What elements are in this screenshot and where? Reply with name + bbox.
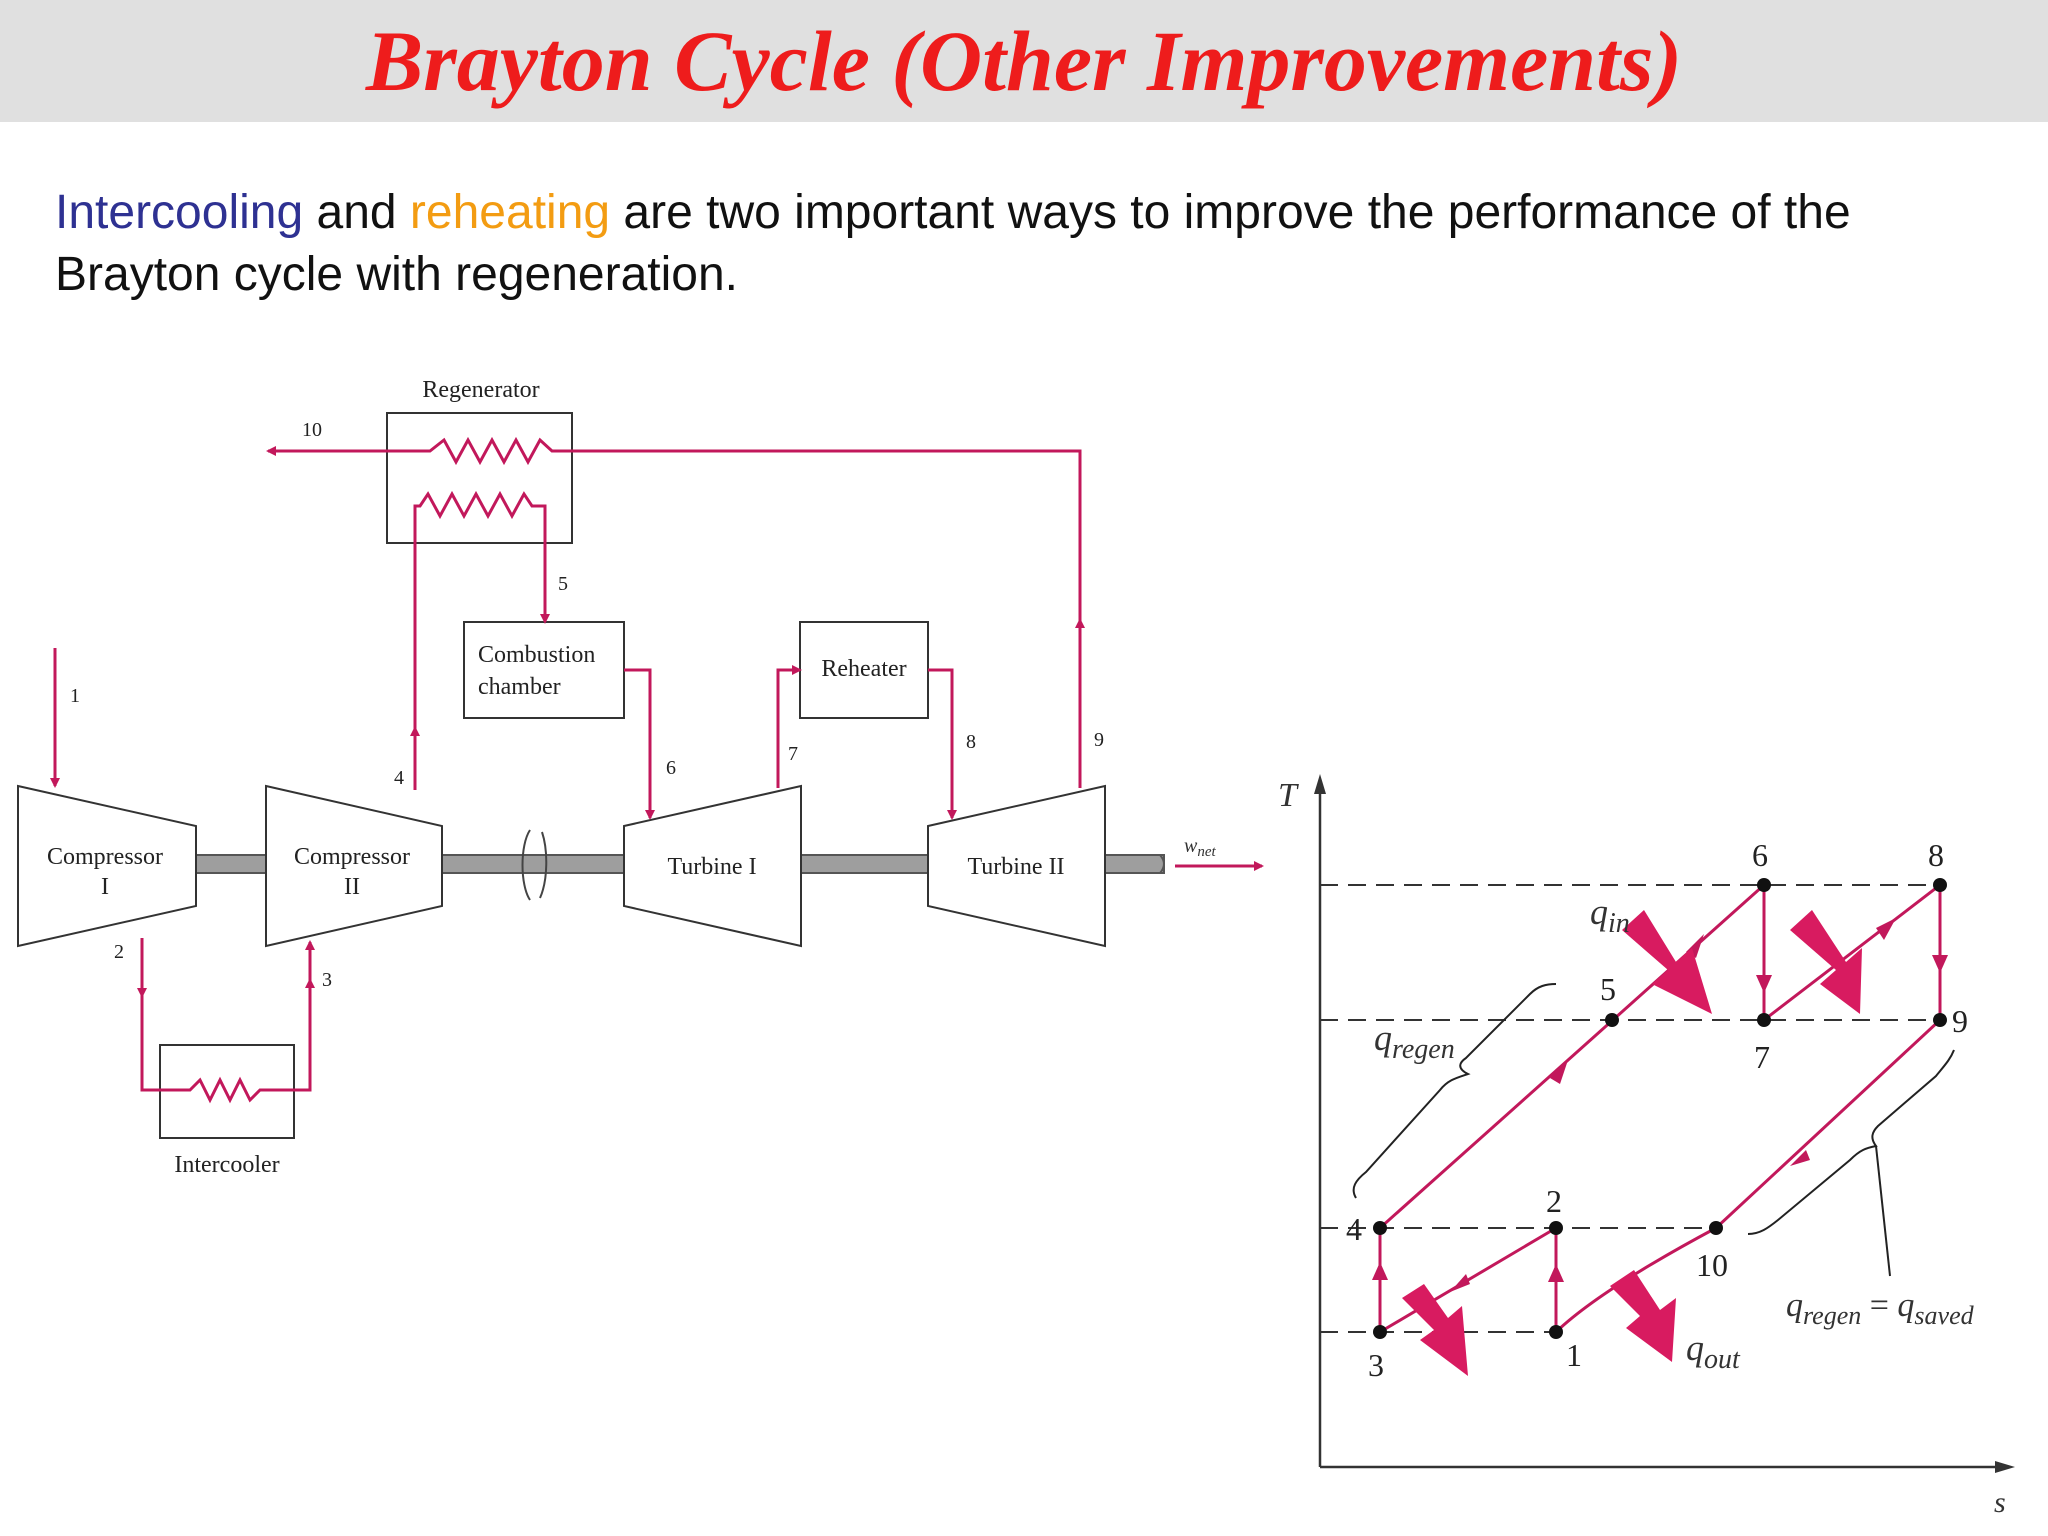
ts-point-8 — [1933, 878, 1947, 892]
combustion-label-1: Combustion — [478, 642, 595, 668]
brace-pointer — [1875, 1145, 1891, 1277]
flow-8 — [928, 668, 957, 820]
ts-point-10 — [1709, 1221, 1723, 1235]
process-9-10 — [1714, 1018, 1942, 1230]
turbine-2-label: Turbine II — [967, 854, 1064, 880]
ts-label-3: 3 — [1368, 1347, 1384, 1383]
state-label-4: 4 — [394, 767, 404, 789]
flow-4-regenerator — [413, 490, 550, 790]
state-label-1: 1 — [70, 685, 80, 707]
s-axis-head — [1995, 1461, 2015, 1473]
q-out-label: qout — [1686, 1328, 1741, 1375]
page-title: Brayton Cycle (Other Improvements) — [365, 13, 1683, 109]
flow-6 — [624, 668, 655, 820]
rotation-icon — [521, 829, 548, 901]
reheating-word: reheating — [409, 186, 611, 239]
q-in-arrow-1 — [1622, 910, 1712, 1014]
ts-point-7 — [1757, 1013, 1771, 1027]
state-label-6: 6 — [666, 757, 676, 779]
ts-label-9: 9 — [1952, 1003, 1968, 1039]
regenerator-box — [386, 412, 573, 544]
compressor-2-label-1: Compressor — [294, 844, 410, 870]
turbine-2 — [927, 784, 1106, 948]
state-label-9: 9 — [1094, 729, 1104, 751]
ts-point-1 — [1549, 1325, 1563, 1339]
ts-label-10: 10 — [1696, 1247, 1728, 1283]
q-in-arrow-2 — [1790, 910, 1862, 1014]
process-7-8 — [1763, 883, 1941, 1022]
compressor-1-label-2: I — [101, 874, 109, 900]
ts-diagram: T s — [1278, 774, 2015, 1519]
compressor-2 — [265, 784, 443, 948]
t-axis-head — [1314, 774, 1326, 794]
wnet-label: wnet — [1184, 835, 1217, 860]
state-label-7: 7 — [788, 743, 798, 765]
dir-arrow-1-2 — [1548, 1264, 1564, 1282]
q-out-arrow-1 — [1402, 1284, 1468, 1376]
state-label-2: 2 — [114, 941, 124, 963]
shaft-end — [1104, 854, 1165, 874]
ts-point-6 — [1757, 878, 1771, 892]
turbine-1-label: Turbine I — [667, 854, 756, 880]
ts-label-7: 7 — [1754, 1039, 1770, 1075]
ts-label-2: 2 — [1546, 1183, 1562, 1219]
q-in-label: qin — [1590, 892, 1630, 939]
combustion-label-2: chamber — [478, 674, 561, 700]
dir-arrow-2-3 — [1450, 1274, 1470, 1292]
turbine-1 — [623, 784, 802, 948]
intercooling-word: Intercooling — [55, 186, 304, 239]
flow-9-10 — [266, 436, 1082, 788]
dir-arrow-9-10 — [1790, 1150, 1810, 1166]
compressor-1 — [17, 784, 197, 948]
compressor-2-label-2: II — [344, 874, 360, 900]
regenerator-label: Regenerator — [422, 377, 539, 403]
reheater-box — [799, 621, 929, 719]
ts-point-2 — [1549, 1221, 1563, 1235]
state-label-5: 5 — [558, 573, 568, 595]
ts-label-4: 4 — [1346, 1211, 1362, 1247]
q-out-arrow-2 — [1610, 1270, 1676, 1362]
ts-point-3 — [1373, 1325, 1387, 1339]
t-axis-label: T — [1278, 777, 1299, 814]
intercooler-label: Intercooler — [174, 1152, 279, 1178]
intro-rest: are two important ways to improve the pe… — [55, 186, 1851, 301]
dir-arrow-8-9 — [1932, 955, 1948, 973]
dir-arrow-4-5 — [1550, 1060, 1568, 1084]
compressor-1-label-1: Compressor — [47, 844, 163, 870]
dir-arrow-3-4 — [1372, 1262, 1388, 1280]
ts-label-5: 5 — [1600, 971, 1616, 1007]
flow-2-intercooler — [140, 938, 315, 1104]
ts-point-5 — [1605, 1013, 1619, 1027]
brace-q-regen-right — [1747, 1049, 1955, 1235]
s-axis-label: s — [1994, 1486, 2006, 1519]
ts-point-9 — [1933, 1013, 1947, 1027]
ts-label-8: 8 — [1928, 837, 1944, 873]
ts-label-1: 1 — [1566, 1337, 1582, 1373]
state-label-8: 8 — [966, 731, 976, 753]
dir-arrow-6-7 — [1756, 975, 1772, 993]
title-bar: Brayton Cycle (Other Improvements) — [0, 0, 2048, 122]
ts-point-4 — [1373, 1221, 1387, 1235]
combustion-chamber-box — [463, 621, 625, 719]
state-label-10: 10 — [302, 419, 322, 441]
schematic: Compressor I Compressor II Turbine I Tur… — [17, 377, 1264, 1178]
dir-arrow-7-8 — [1876, 918, 1896, 940]
intro-text: Intercooling and reheating are two impor… — [55, 182, 2015, 306]
ts-label-6: 6 — [1752, 837, 1768, 873]
reheater-label: Reheater — [821, 656, 906, 682]
brace-q-regen-left — [1352, 983, 1557, 1199]
state-label-3: 3 — [322, 969, 332, 991]
intro-and: and — [303, 186, 410, 239]
q-regen-saved-label: qregen = qsaved — [1786, 1287, 1975, 1330]
q-regen-label: qregen — [1374, 1018, 1455, 1065]
flow-7 — [776, 665, 802, 788]
